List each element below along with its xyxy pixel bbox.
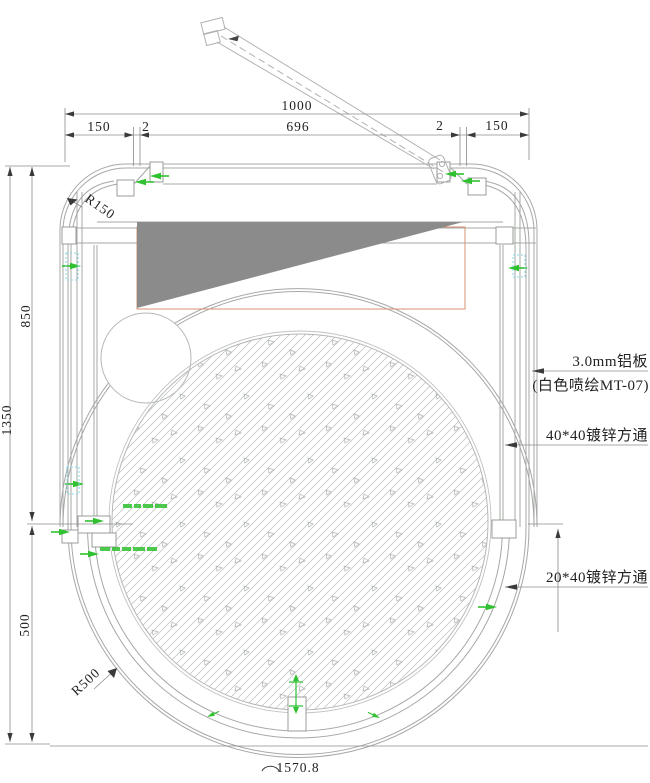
dim-seg-right-2: 2 <box>436 118 444 133</box>
callout-tube-40: 40*40镀锌方通 <box>546 427 648 444</box>
green-annotation <box>100 504 167 551</box>
dim-total-width: 1000 <box>282 98 313 113</box>
callout-tube-20: 20*40镀锌方通 <box>546 569 648 586</box>
dim-height-upper: 850 <box>18 304 33 327</box>
dim-seg-left-2: 2 <box>142 119 150 134</box>
callout-leaders: 3.0mm铝板 (白色喷绘MT-07) 40*40镀锌方通 20*40镀锌方通 <box>505 352 649 590</box>
arm-arrow <box>228 35 239 42</box>
dim-height-total: 1350 <box>0 405 14 436</box>
dim-height-lower: 500 <box>17 613 32 636</box>
arc-length-symbol <box>261 765 280 772</box>
green-center-mark <box>289 674 303 714</box>
cyan-markers <box>65 252 526 495</box>
green-markers <box>50 170 528 721</box>
dim-seg-left-150: 150 <box>87 119 110 134</box>
dim-seg-mid-696: 696 <box>286 119 309 134</box>
callout-aluminum-line2: (白色喷绘MT-07) <box>532 377 649 394</box>
dim-arc-length: 1570.8 <box>276 760 319 775</box>
small-circle-cutout <box>100 312 192 404</box>
dim-seg-right-150: 150 <box>485 118 508 133</box>
support-arm <box>200 16 452 185</box>
dim-radius-bottom: R500 <box>68 665 103 699</box>
dim-radius-top: R150 <box>82 191 118 222</box>
callout-aluminum-line1: 3.0mm铝板 <box>572 352 648 370</box>
dimension-labels: 1000 150 2 696 2 150 1350 850 500 R150 R… <box>0 98 508 775</box>
gray-wedge-panel <box>137 222 463 308</box>
dimension-arrows <box>7 111 561 742</box>
